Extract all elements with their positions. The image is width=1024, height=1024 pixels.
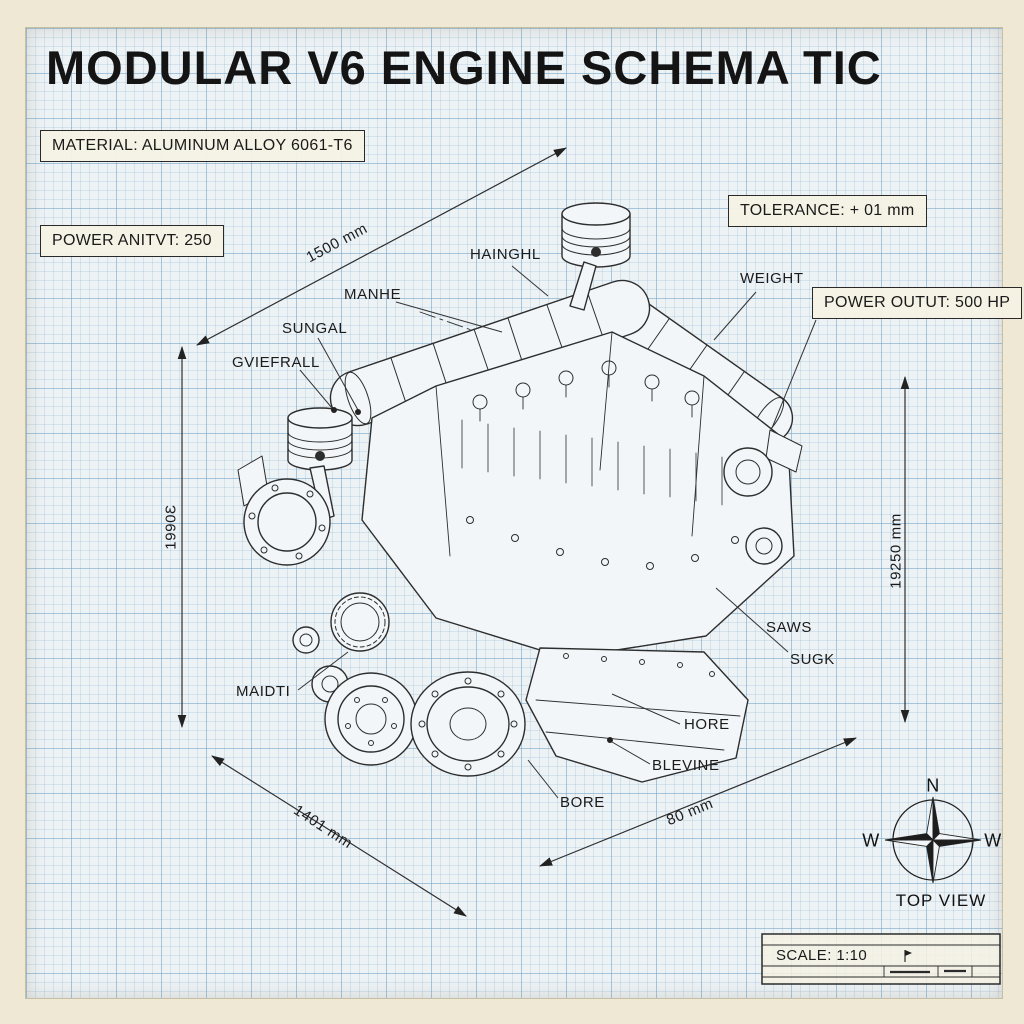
material-spec-box: MATERIAL: ALUMINUM ALLOY 6061-T6 (40, 130, 365, 162)
title-block-frame (761, 933, 1001, 985)
part-label-bore: BORE (560, 794, 605, 811)
tolerance-spec-box: TOLERANCE: + 01 mm (728, 195, 927, 227)
part-label-blevine: BLEVINE (652, 757, 720, 774)
part-label-sungal: SUNGAL (282, 320, 348, 337)
engine-isometric-drawing (237, 202, 803, 783)
part-label-weight: WEIGHT (740, 270, 804, 287)
part-label-gviefrall: GVIEFRALL (232, 354, 320, 371)
compass-west-right-label: W (984, 830, 1002, 851)
power-unit-spec-box: POWER ANITVT: 250 (40, 225, 224, 257)
compass-rose-icon (884, 796, 982, 884)
part-label-haingh: HAINGHL (470, 246, 541, 263)
dimension-lines (177, 147, 910, 917)
compass-north-label: N (926, 775, 940, 796)
part-label-saws: SAWS (766, 619, 813, 636)
compass-west-left-label: W (862, 830, 880, 851)
part-label-manhe: MANHE (344, 286, 402, 303)
dim-label-left-vertical: 1990Ɛ (162, 504, 180, 550)
part-label-maidti: MAIDTI (236, 683, 291, 700)
leader-lines (297, 265, 817, 799)
part-label-hore: HORE (684, 716, 730, 733)
part-label-sugk: SUGK (790, 651, 835, 668)
dim-label-right-vertical: 19250 mm (887, 513, 905, 589)
power-output-spec-box: POWER OUTUT: 500 HP (812, 287, 1023, 319)
scale-label: SCALE: 1:10 (776, 947, 868, 964)
page-title: MODULAR V6 ENGINE SCHEMA TIC (46, 41, 882, 94)
compass-caption: TOP VIEW (895, 891, 987, 910)
